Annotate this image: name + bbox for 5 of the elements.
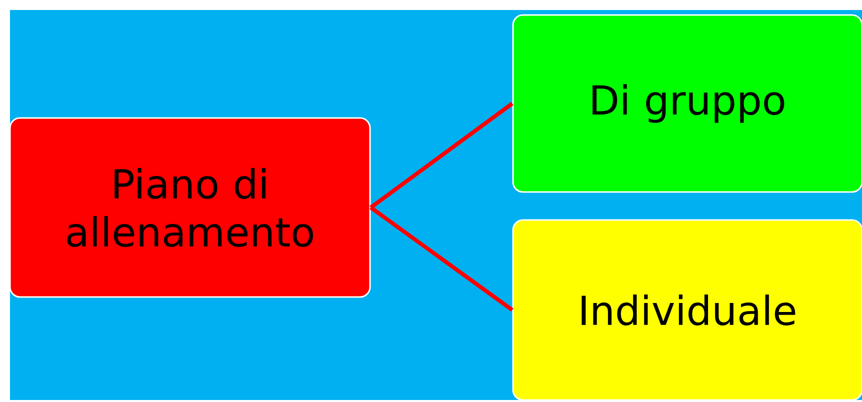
connector-line <box>370 206 514 312</box>
box: Di gruppo <box>512 14 862 193</box>
box: Individuale <box>512 219 862 401</box>
box: Piano di allenamento <box>9 117 371 298</box>
connector-line <box>370 102 514 210</box>
